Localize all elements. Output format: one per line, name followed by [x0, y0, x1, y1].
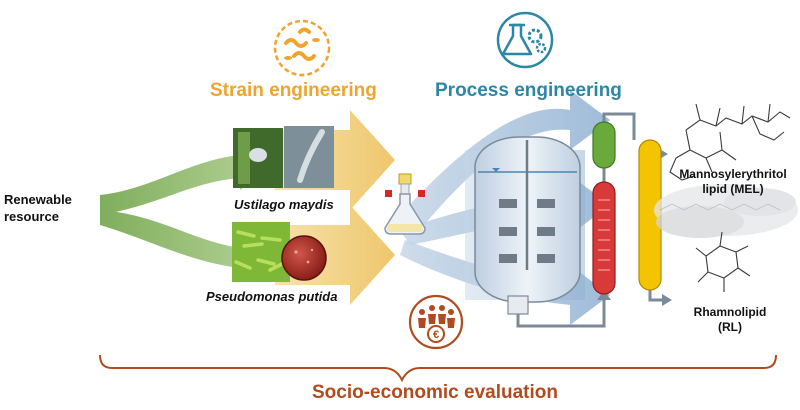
rl-product-line2: (RL): [718, 320, 742, 334]
renewable-resource-line1: Renewable: [4, 192, 72, 207]
flask-gear-icon: [496, 11, 554, 69]
rl-structure: [695, 231, 751, 292]
rl-product-label: Rhamnolipid (RL): [680, 305, 780, 335]
rl-product-line1: Rhamnolipid: [693, 305, 767, 319]
bacterium-species-label: Pseudomonas putida: [206, 289, 338, 304]
lipid-cloud: [654, 184, 798, 238]
renewable-resource-label: Renewable resource: [4, 191, 72, 225]
people-coin-icon: €: [408, 294, 464, 350]
mel-product-line1: Mannosylerythritol: [679, 167, 787, 181]
downstream-columns: [592, 112, 672, 306]
fungus-species-label: Ustilago maydis: [234, 197, 334, 212]
svg-text:€: €: [433, 329, 439, 341]
socio-economic-label: Socio-economic evaluation: [312, 382, 558, 403]
mel-product-label: Mannosylerythritol lipid (MEL): [668, 167, 798, 197]
bacteria-icon: [273, 19, 331, 77]
evaluation-bracket: [99, 354, 777, 383]
strain-engineering-heading: Strain engineering: [210, 80, 377, 101]
process-engineering-heading: Process engineering: [435, 80, 622, 101]
bioreactor-icon: [474, 136, 611, 328]
renewable-resource-line2: resource: [4, 209, 59, 224]
resource-arrows: [100, 140, 275, 282]
shake-flask-icon: [384, 173, 426, 235]
bacterium-photo: [232, 222, 327, 282]
fungus-photo: [233, 126, 334, 188]
mel-product-line2: lipid (MEL): [702, 182, 764, 196]
mel-structure: [669, 103, 791, 181]
